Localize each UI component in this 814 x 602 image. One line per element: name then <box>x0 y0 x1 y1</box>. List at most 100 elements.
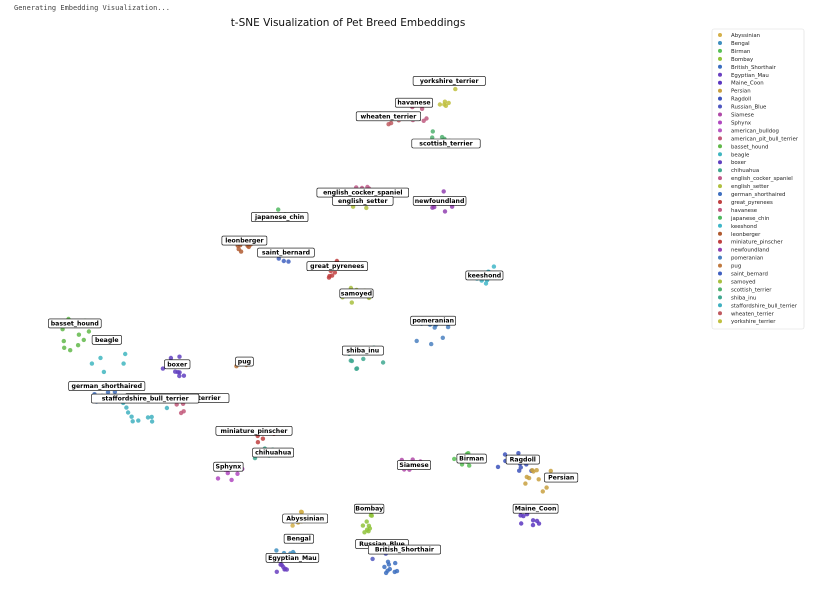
point-great-pyrenees <box>326 275 332 280</box>
point-persian <box>534 468 539 473</box>
point-basset-hound <box>75 343 81 348</box>
label-text: Egyptian_Mau <box>268 555 317 562</box>
label-text: Birman <box>459 456 484 463</box>
legend-marker <box>718 271 722 276</box>
label-english-setter: english_setter <box>332 196 394 206</box>
label-text: samoyed <box>341 290 372 297</box>
point-scottish-terrier <box>430 129 435 134</box>
point-ragdoll <box>518 465 523 470</box>
label-ragdoll: Ragdoll <box>505 454 540 465</box>
point-persian <box>540 489 545 494</box>
point-leonberger <box>236 246 241 252</box>
point-bombay <box>369 513 374 518</box>
legend-label: japanese_chin <box>730 216 769 222</box>
status-text: Generating Embedding Visualization... <box>14 4 170 12</box>
point-abyssinian <box>298 509 304 514</box>
point-russian-blue <box>370 556 375 562</box>
legend-label: Bengal <box>731 41 750 47</box>
label-box <box>367 544 441 555</box>
label-box <box>68 381 146 391</box>
point-basset-hound <box>81 337 87 343</box>
point-scottish-terrier <box>439 134 445 140</box>
label-text: Ragdoll <box>510 457 536 464</box>
label-box <box>252 447 295 458</box>
legend-marker <box>718 144 722 149</box>
label-text: english_setter <box>338 198 388 205</box>
point-miniature-pinscher <box>260 436 266 441</box>
point-ragdoll <box>516 451 521 456</box>
point-staffordshire-bull-terrier <box>149 419 155 424</box>
legend-label: Maine_Coon <box>731 81 764 87</box>
legend-marker <box>718 255 722 260</box>
point-pomeranian <box>445 324 451 330</box>
point-boxer <box>177 373 182 379</box>
point-bombay <box>364 519 369 524</box>
label-box <box>164 359 191 370</box>
point-yorkshire-terrier <box>437 102 443 107</box>
legend-label: Bombay <box>731 57 754 63</box>
legend-label: Birman <box>731 49 750 55</box>
point-pomeranian <box>429 341 434 347</box>
point-newfoundland <box>441 189 446 194</box>
label-egyptian-mau: Egyptian_Mau <box>265 552 320 563</box>
label-text: leonberger <box>225 238 264 245</box>
point-persian <box>531 469 536 474</box>
legend-label: samoyed <box>731 280 756 286</box>
point-british-shorthair <box>392 569 397 575</box>
point-pomeranian <box>432 325 437 330</box>
label-text: British_Shorthair <box>375 547 435 554</box>
legend-label: staffordshire_bull_terrier <box>731 303 798 309</box>
label-box <box>395 97 433 108</box>
label-text: saint_bernard <box>262 250 310 257</box>
legend-marker <box>718 160 722 165</box>
label-text: wheaten_terrier <box>361 113 418 120</box>
legend-marker <box>718 319 722 324</box>
label-box <box>283 533 314 544</box>
point-abyssinian <box>290 523 295 528</box>
point-boxer <box>168 355 174 361</box>
legend-label: havanese <box>731 208 758 214</box>
label-box <box>411 138 481 149</box>
label-pomeranian: pomeranian <box>410 315 457 326</box>
label-text: pug <box>238 359 251 366</box>
point-bombay <box>362 530 367 535</box>
label-saint-bernard: saint_bernard <box>257 247 315 258</box>
point-maine-coon <box>530 518 536 523</box>
point-newfoundland <box>442 209 448 214</box>
point-shiba-inu <box>349 358 355 364</box>
label-box <box>91 334 122 345</box>
label-havanese: havanese <box>395 97 433 108</box>
label-text: pomeranian <box>412 318 454 325</box>
point-samoyed <box>349 300 354 305</box>
label-german-shorthaired: german_shorthaired <box>68 381 146 391</box>
point-staffordshire-bull-terrier <box>124 405 129 410</box>
label-wheaten-terrier: wheaten_terrier <box>355 111 422 122</box>
label-bengal: Bengal <box>283 533 314 544</box>
label-text: Maine_Coon <box>515 506 557 513</box>
cluster-labels: yorkshire_terrier havanese wheaten_terrier… <box>48 76 579 563</box>
label-box <box>355 111 422 122</box>
label-box <box>397 460 431 470</box>
label-text: chihuahua <box>255 450 291 457</box>
point-british-shorthair <box>386 562 392 567</box>
label-box <box>257 247 315 258</box>
legend-marker <box>718 287 722 292</box>
point-basset-hound <box>61 345 67 350</box>
label-text: Abyssinian <box>286 516 324 523</box>
legend-marker <box>718 231 722 236</box>
label-text: german_shorthaired <box>72 383 143 390</box>
point-staffordshire-bull-terrier <box>164 405 170 411</box>
label-birman: Birman <box>456 453 487 464</box>
legend-label: pomeranian <box>731 256 763 262</box>
point-persian <box>544 485 549 490</box>
label-text: beagle <box>95 337 119 344</box>
label-bombay: Bombay <box>354 503 385 514</box>
label-box <box>354 503 385 514</box>
label-great-pyrenees: great_pyrenees <box>306 261 368 272</box>
point-british-shorthair <box>393 560 398 566</box>
label-shiba-inu: shiba_inu <box>341 345 384 356</box>
label-box <box>341 345 384 356</box>
legend-marker <box>718 239 722 244</box>
label-text: yorkshire_terrier <box>420 78 480 85</box>
legend-label: boxer <box>731 160 747 166</box>
